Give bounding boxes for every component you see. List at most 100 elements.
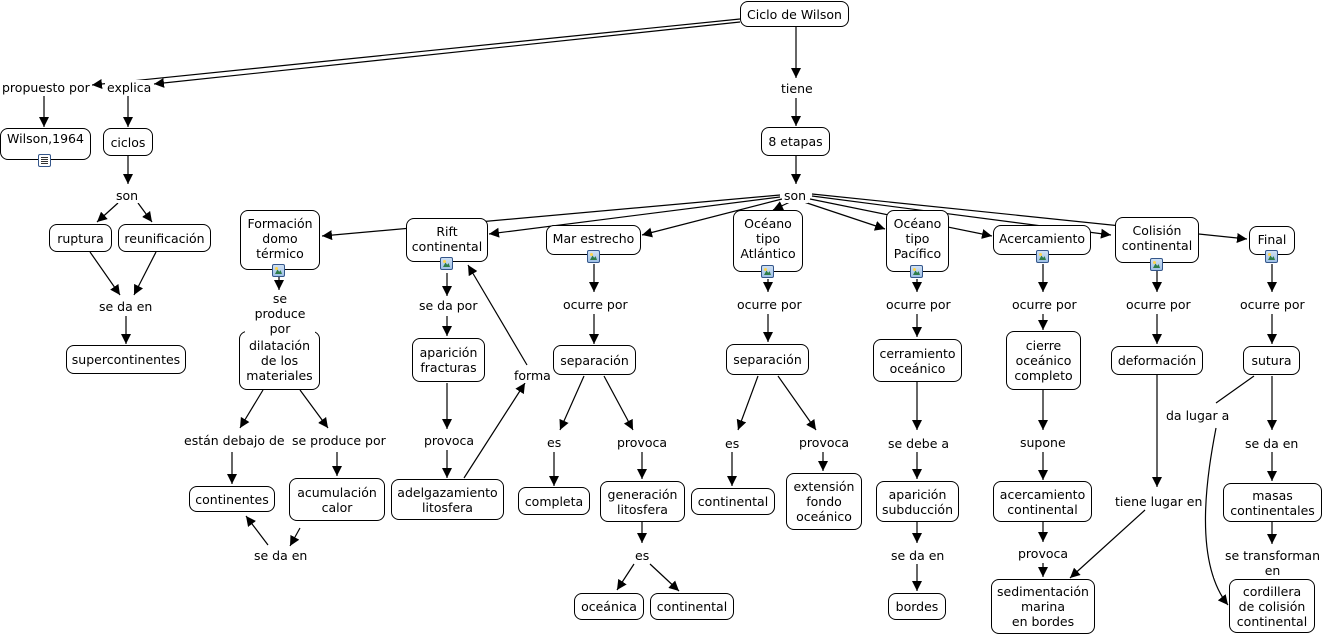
link-ocurre-por[interactable]: ocurre por (735, 297, 804, 312)
image-resource-icon[interactable] (587, 250, 600, 263)
link-son[interactable]: son (114, 188, 141, 203)
concept-separacion-mar[interactable]: separación (553, 345, 636, 375)
concept-label: separación (733, 352, 802, 367)
concept-dilatacion[interactable]: dilatación de los materiales (239, 331, 320, 390)
concept-label: masas continentales (1230, 487, 1315, 518)
link-provoca[interactable]: provoca (615, 435, 670, 450)
image-resource-icon[interactable] (440, 257, 453, 270)
concept-separacion-atlantico[interactable]: separación (726, 344, 809, 375)
concept-label: dilatación de los materiales (246, 338, 313, 383)
link-ocurre-por[interactable]: ocurre por (884, 297, 953, 312)
concept-cierre-oceanico-completo[interactable]: cierre oceánico completo (1006, 331, 1081, 390)
concept-label: separación (560, 352, 629, 368)
concept-aparicion-subduccion[interactable]: aparición subducción (876, 481, 959, 522)
concept-cordillera-colision[interactable]: cordillera de colisión continental (1229, 579, 1315, 633)
concept-ciclos[interactable]: ciclos (103, 128, 153, 156)
image-resource-icon[interactable] (761, 265, 774, 278)
concept-label: 8 etapas (768, 134, 823, 149)
concept-rift-continental[interactable]: Rift continental (406, 218, 488, 262)
concept-8-etapas[interactable]: 8 etapas (761, 127, 830, 156)
concept-label: acumulación calor (297, 484, 377, 515)
link-se-da-en[interactable]: se da en (252, 548, 310, 563)
concept-label: Wilson,1964 (7, 131, 84, 146)
link-forma[interactable]: forma (512, 368, 553, 383)
concept-completa[interactable]: completa (518, 487, 590, 515)
concept-label: continentes (195, 491, 269, 507)
link-supone[interactable]: supone (1018, 435, 1068, 450)
concept-acercamiento-continental[interactable]: acercamiento continental (993, 481, 1092, 522)
concept-oceano-tipo-pacifico[interactable]: Océano tipo Pacífico (886, 210, 949, 272)
concept-generacion-litosfera[interactable]: generación litosfera (600, 481, 685, 522)
concept-label: deformación (1117, 353, 1197, 368)
concept-oceano-tipo-atlantico[interactable]: Océano tipo Atlántico (733, 210, 803, 272)
concept-deformacion[interactable]: deformación (1111, 346, 1203, 375)
concept-continental-mar[interactable]: continental (650, 593, 734, 620)
link-es[interactable]: es (723, 436, 742, 451)
link-se-da-en[interactable]: se da en (97, 299, 155, 314)
document-resource-icon[interactable] (38, 154, 51, 167)
image-resource-icon[interactable] (910, 265, 923, 278)
link-es[interactable]: es (633, 548, 652, 563)
link-se-transforman-en[interactable]: se transforman en (1214, 548, 1331, 578)
concept-continentes[interactable]: continentes (189, 486, 275, 512)
link-se-produce-por[interactable]: se produce por (290, 433, 388, 448)
concept-sutura[interactable]: sutura (1243, 346, 1300, 375)
image-resource-icon[interactable] (1265, 250, 1278, 263)
concept-acumulacion-calor[interactable]: acumulación calor (289, 478, 385, 521)
link-se-debe-a[interactable]: se debe a (886, 436, 952, 451)
concept-adelgazamiento-litosfera[interactable]: adelgazamiento litosfera (391, 479, 504, 520)
concept-extension-fondo-oceanico[interactable]: extensión fondo oceánico (786, 473, 862, 530)
concept-label: ruptura (57, 230, 104, 246)
concept-label: Acercamiento (998, 231, 1086, 246)
concept-ciclo-de-wilson[interactable]: Ciclo de Wilson (740, 1, 849, 27)
link-son[interactable]: son (782, 188, 809, 203)
concept-masas-continentales[interactable]: masas continentales (1223, 483, 1322, 522)
concept-continental-atlantico[interactable]: continental (691, 488, 775, 515)
concept-colision-continental[interactable]: Colisión continental (1115, 217, 1199, 263)
concept-reunificacion[interactable]: reunificación (118, 224, 211, 252)
link-se-produce-por[interactable]: se produce por (245, 291, 315, 336)
concept-label: cordillera de colisión continental (1236, 583, 1308, 629)
concept-label: Colisión continental (1121, 223, 1193, 253)
concept-aparicion-fracturas[interactable]: aparición fracturas (412, 338, 485, 382)
concept-bordes[interactable]: bordes (888, 593, 946, 620)
concept-ruptura[interactable]: ruptura (49, 224, 112, 252)
concept-cerramiento-oceanico[interactable]: cerramiento oceánico (873, 339, 962, 382)
concept-label: continental (656, 599, 728, 614)
concept-label: ciclos (110, 134, 146, 150)
link-da-lugar-a[interactable]: da lugar a (1164, 408, 1232, 423)
link-ocurre-por[interactable]: ocurre por (561, 297, 630, 312)
link-ocurre-por[interactable]: ocurre por (1010, 297, 1079, 312)
concept-final[interactable]: Final (1249, 226, 1295, 255)
link-es[interactable]: es (545, 435, 564, 450)
concept-oceanica[interactable]: oceánica (574, 593, 644, 620)
concept-label: Océano tipo Atlántico (740, 216, 796, 261)
link-explica[interactable]: explica (105, 80, 154, 95)
link-provoca[interactable]: provoca (1016, 546, 1071, 561)
link-provoca[interactable]: provoca (797, 435, 852, 450)
concept-label: completa (524, 493, 584, 509)
concept-label: sedimentación marina en bordes (997, 584, 1089, 629)
link-se-da-por[interactable]: se da por (417, 298, 480, 313)
image-resource-icon[interactable] (1036, 250, 1049, 263)
link-tiene-lugar-en[interactable]: tiene lugar en (1113, 494, 1205, 509)
concept-supercontinentes[interactable]: supercontinentes (66, 345, 186, 374)
concept-label: Mar estrecho (552, 231, 635, 246)
concept-label: Ciclo de Wilson (747, 6, 842, 22)
concept-wilson-1964[interactable]: Wilson,1964 (0, 128, 91, 160)
link-ocurre-por[interactable]: ocurre por (1238, 297, 1307, 312)
link-estan-debajo-de[interactable]: están debajo de (182, 433, 287, 448)
image-resource-icon[interactable] (1150, 258, 1163, 271)
concept-acercamiento[interactable]: Acercamiento (993, 225, 1091, 255)
link-ocurre-por[interactable]: ocurre por (1124, 297, 1193, 312)
link-provoca[interactable]: provoca (422, 433, 477, 448)
concept-sedimentacion-marina[interactable]: sedimentación marina en bordes (991, 579, 1095, 634)
image-resource-icon[interactable] (272, 264, 285, 277)
concept-formacion-domo-termico[interactable]: Formación domo térmico (240, 210, 320, 270)
concept-label: extensión fondo oceánico (793, 479, 855, 524)
link-propuesto-por[interactable]: propuesto por (0, 80, 92, 95)
link-se-da-en[interactable]: se da en (889, 548, 947, 563)
link-se-da-en[interactable]: se da en (1243, 436, 1301, 451)
link-tiene[interactable]: tiene (779, 81, 815, 96)
